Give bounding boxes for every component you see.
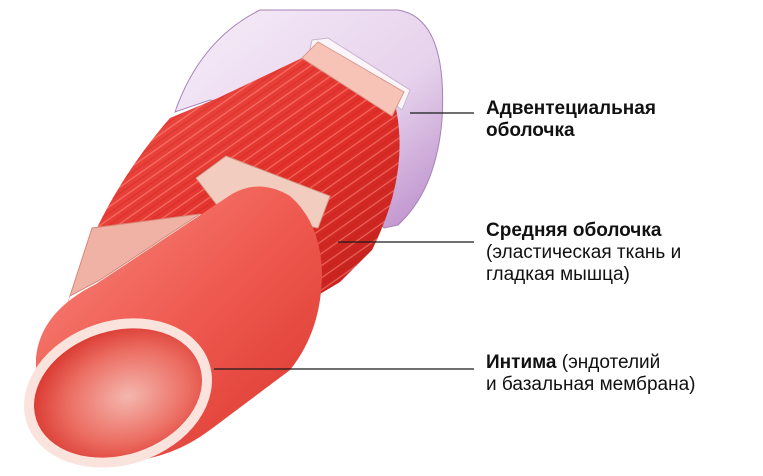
media-label-line2: (эластическая ткань и	[486, 242, 681, 264]
media-label-line3: гладкая мышца)	[486, 264, 681, 286]
intima-label: Интима (эндотелий и базальная мембрана)	[486, 352, 695, 396]
adventitia-label: Адвентециальная оболочка	[486, 98, 656, 142]
adventitia-label-line1: Адвентециальная	[486, 98, 656, 120]
media-label-title: Средняя оболочка	[486, 220, 681, 242]
adventitia-label-line2: оболочка	[486, 120, 656, 142]
intima-label-rest: (эндотелий	[557, 352, 661, 373]
intima-label-line1: Интима (эндотелий	[486, 352, 695, 374]
intima-label-line2: и базальная мембрана)	[486, 374, 695, 396]
media-label: Средняя оболочка (эластическая ткань и г…	[486, 220, 681, 286]
intima-label-title: Интима	[486, 352, 557, 373]
